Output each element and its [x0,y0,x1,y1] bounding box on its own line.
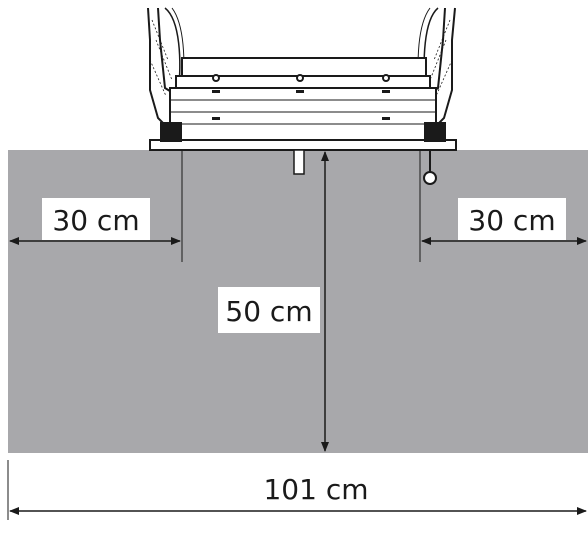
dimension-total-width: 101 cm [9,473,587,515]
lift-platform-illustration [147,7,457,185]
depth-label: 50 cm [225,295,312,328]
right-offset-label: 30 cm [468,204,555,237]
dimension-left-offset: 30 cm [9,198,181,245]
dimension-right-offset: 30 cm [421,198,587,245]
left-offset-label: 30 cm [52,204,139,237]
dimension-depth: 50 cm [218,151,329,452]
extension-lines [7,150,421,520]
total-width-label: 101 cm [263,473,368,506]
